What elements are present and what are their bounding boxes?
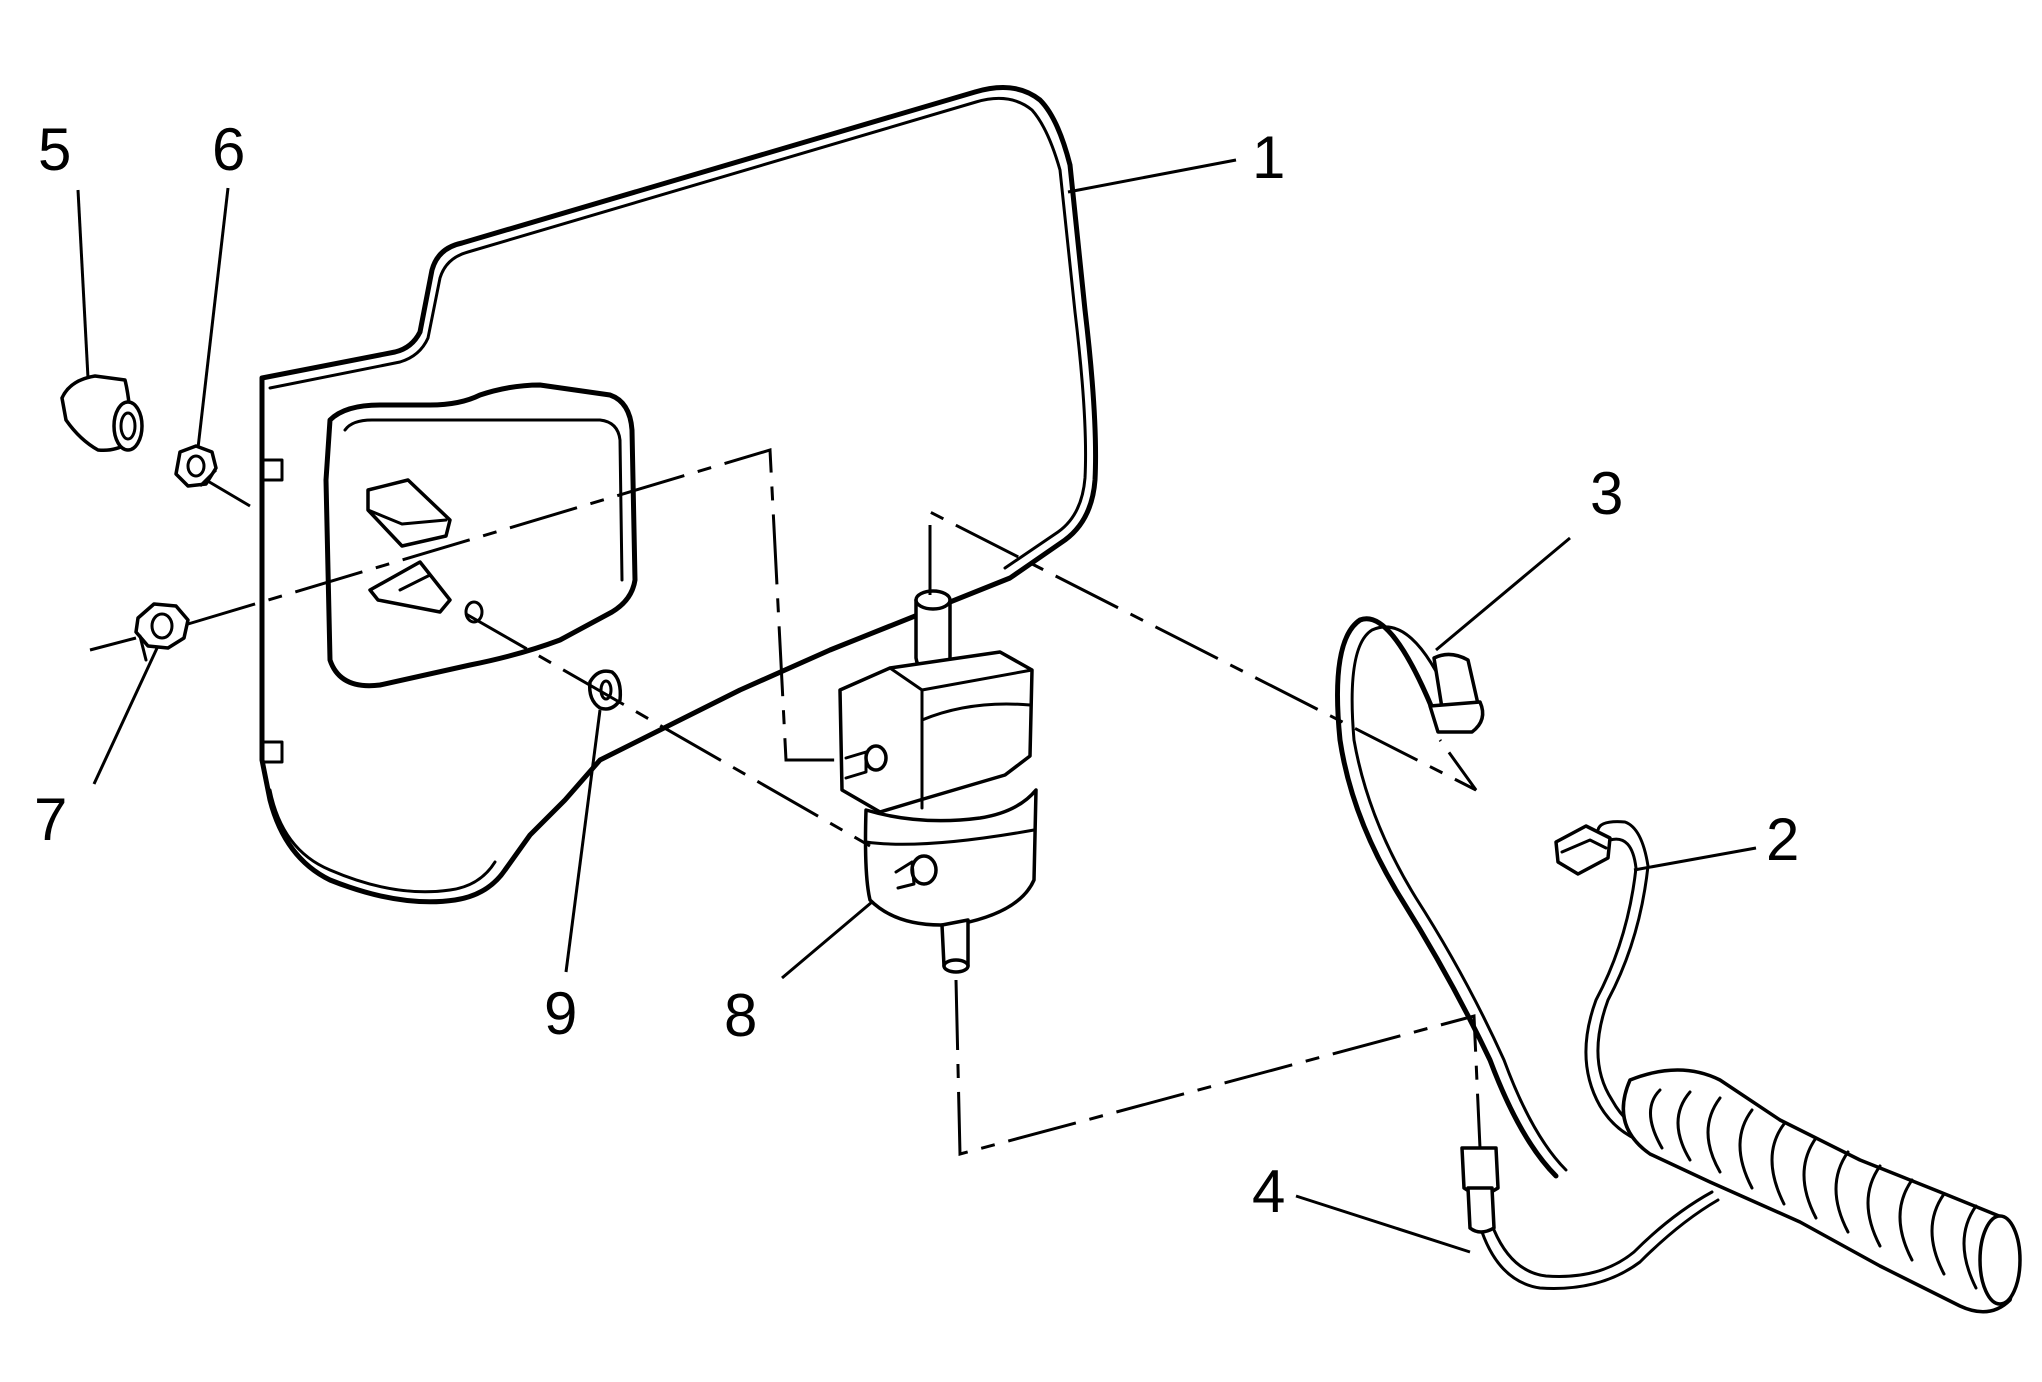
grommet-part xyxy=(587,669,623,711)
callout-3: 3 xyxy=(1590,460,1623,527)
callout-4: 4 xyxy=(1252,1158,1285,1225)
filter-bracket xyxy=(366,478,484,624)
mounting-panel xyxy=(259,85,1099,905)
fuel-filter-part xyxy=(838,589,1038,974)
assembly-lines xyxy=(89,448,1482,1156)
nut-part xyxy=(174,444,218,488)
leader-lines xyxy=(76,158,1757,1254)
callout-5: 5 xyxy=(38,116,71,183)
callout-2: 2 xyxy=(1766,806,1799,873)
wiring-harness xyxy=(1335,616,2022,1314)
callout-1: 1 xyxy=(1252,124,1285,191)
callout-6: 6 xyxy=(212,116,245,183)
push-nut-part xyxy=(134,602,190,662)
callout-labels: 1 2 3 4 5 6 7 8 9 xyxy=(34,116,1799,1225)
cap-part xyxy=(60,374,144,453)
callout-9: 9 xyxy=(544,980,577,1047)
callout-8: 8 xyxy=(724,982,757,1049)
callout-7: 7 xyxy=(34,786,67,853)
